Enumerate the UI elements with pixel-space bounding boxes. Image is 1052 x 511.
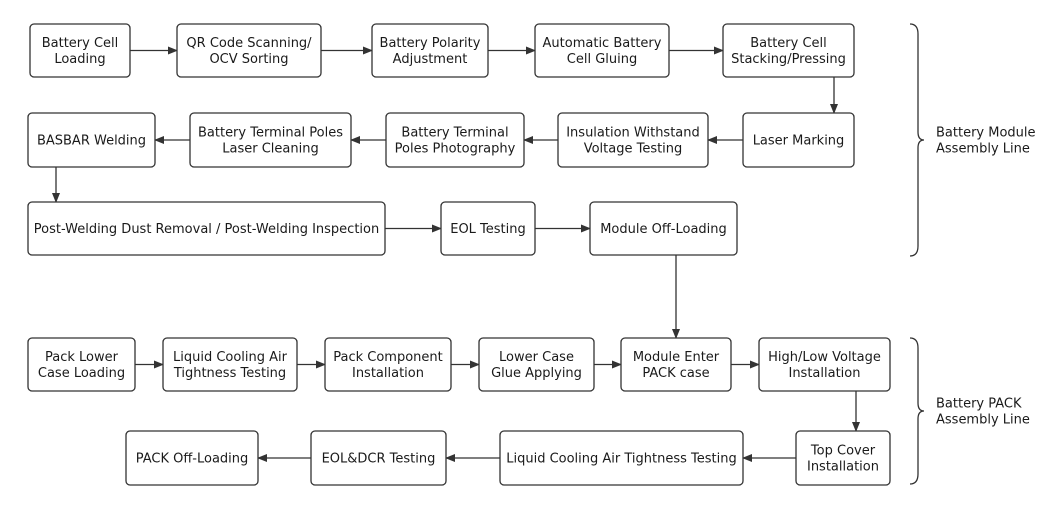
process-step-label: Battery Polarity (380, 36, 481, 51)
battery-pack-assembly-line-label: Assembly Line (936, 413, 1030, 428)
process-box (534, 23, 670, 78)
process-step-label: Module Off-Loading (600, 222, 727, 237)
process-step-qr-ocv: QR Code Scanning/OCV Sorting (176, 23, 322, 78)
process-step-label: Liquid Cooling Air Tightness Testing (506, 452, 737, 467)
process-box (758, 337, 891, 392)
process-step-label: Module Enter (633, 350, 720, 365)
process-step-label: Adjustment (393, 52, 468, 67)
process-box (557, 112, 709, 168)
process-step-label: Laser Marking (753, 134, 845, 149)
process-step-label: Tightness Testing (173, 366, 286, 381)
process-step-label: Lower Case (499, 350, 574, 365)
process-box (27, 337, 136, 392)
process-box (189, 112, 352, 168)
process-step-post-welding: Post-Welding Dust Removal / Post-Welding… (27, 201, 386, 256)
process-step-label: Voltage Testing (584, 142, 683, 157)
process-box (742, 112, 855, 168)
process-step-label: Loading (54, 52, 105, 67)
battery-module-assembly-line-label: Battery Module (936, 126, 1036, 141)
process-step-label: Case Loading (38, 366, 125, 381)
process-step-label: Pack Component (333, 350, 443, 365)
process-box (162, 337, 298, 392)
process-box (499, 430, 744, 486)
process-box (27, 112, 156, 168)
process-step-label: Post-Welding Dust Removal / Post-Welding… (34, 222, 379, 237)
process-step-label: Liquid Cooling Air (173, 350, 288, 365)
process-box (722, 23, 855, 78)
process-step-label: QR Code Scanning/ (186, 36, 312, 51)
process-step-label: Installation (788, 366, 860, 381)
process-step-label: Pack Lower (45, 350, 119, 365)
process-box (27, 201, 386, 256)
battery-pack-assembly-line-brace (909, 337, 925, 485)
process-box (589, 201, 738, 256)
process-step-label: Battery Terminal (401, 126, 508, 141)
process-step-label: Glue Applying (491, 366, 582, 381)
process-box (385, 112, 525, 168)
process-step-laser-marking: Laser Marking (742, 112, 855, 168)
process-step-label: Top Cover (810, 444, 876, 459)
process-step-eol-dcr: EOL&DCR Testing (310, 430, 447, 486)
process-box (29, 23, 131, 78)
process-step-label: Automatic Battery (543, 36, 662, 51)
process-step-label: EOL Testing (450, 222, 526, 237)
process-step-label: Cell Gluing (567, 52, 637, 67)
process-step-label: Laser Cleaning (222, 142, 318, 157)
process-box (478, 337, 595, 392)
process-box (176, 23, 322, 78)
process-step-pack-offload: PACK Off-Loading (125, 430, 259, 486)
process-box (324, 337, 452, 392)
process-step-label: Poles Photography (395, 142, 516, 157)
process-box (795, 430, 891, 486)
process-step-liquid-air-2: Liquid Cooling Air Tightness Testing (499, 430, 744, 486)
process-box (125, 430, 259, 486)
battery-pack-assembly-line-label: Battery PACK (936, 397, 1022, 412)
process-step-label: Installation (807, 460, 879, 475)
process-step-label: EOL&DCR Testing (322, 452, 436, 467)
battery-module-assembly-line-brace (909, 23, 925, 257)
process-step-label: Battery Cell (42, 36, 119, 51)
process-step-label: Battery Terminal Poles (198, 126, 343, 141)
process-step-label: OCV Sorting (209, 52, 288, 67)
process-step-label: High/Low Voltage (768, 350, 881, 365)
process-step-label: Installation (352, 366, 424, 381)
process-step-label: BASBAR Welding (37, 134, 146, 149)
battery-module-assembly-line-label: Assembly Line (936, 142, 1030, 157)
process-box (310, 430, 447, 486)
process-step-label: Stacking/Pressing (731, 52, 846, 67)
process-step-label: PACK Off-Loading (136, 452, 249, 467)
process-box (620, 337, 732, 392)
process-box (440, 201, 536, 256)
process-step-basbar: BASBAR Welding (27, 112, 156, 168)
process-step-label: Battery Cell (750, 36, 827, 51)
process-step-module-offload: Module Off-Loading (589, 201, 738, 256)
process-step-label: PACK case (642, 366, 709, 381)
process-step-label: Insulation Withstand (566, 126, 700, 141)
process-box (371, 23, 489, 78)
process-step-eol: EOL Testing (440, 201, 536, 256)
